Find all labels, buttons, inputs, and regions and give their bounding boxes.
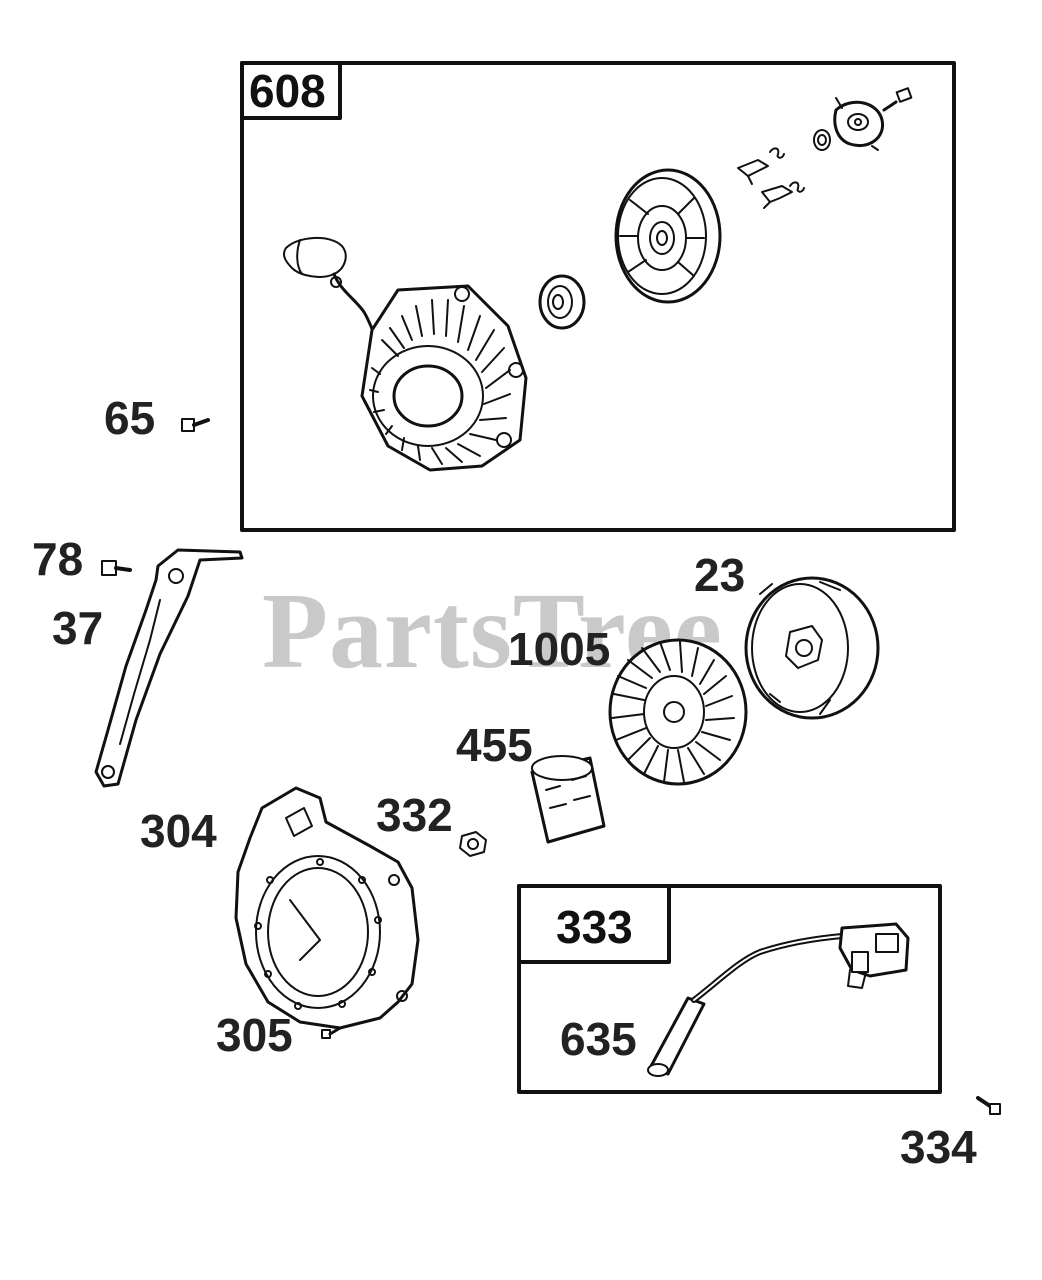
fan-1005-part <box>608 638 748 786</box>
callout-334: 334 <box>900 1121 977 1173</box>
callout-37: 37 <box>52 602 104 654</box>
callout-1005: 1005 <box>508 623 611 675</box>
bracket-37-part <box>94 548 244 788</box>
callout-305: 305 <box>216 1009 293 1061</box>
starter-handle-part <box>283 236 380 346</box>
pulley-part <box>614 168 722 304</box>
assembly-box-608 <box>240 61 956 532</box>
starter-housing-part <box>360 284 528 472</box>
callout-608: 608 <box>249 65 326 117</box>
ignition-coil-635-part <box>647 922 910 1077</box>
retainer-part <box>833 97 885 151</box>
callout-23: 23 <box>694 549 746 601</box>
nut-332-part <box>459 831 487 857</box>
retainer-screw-part <box>882 87 913 112</box>
screw-305-part <box>321 1026 342 1039</box>
callout-635: 635 <box>560 1013 637 1065</box>
recoil-spring-part <box>538 274 586 330</box>
assembly-box-333-tag <box>517 884 671 964</box>
flywheel-cup-23-part <box>744 576 880 720</box>
callout-332: 332 <box>376 789 453 841</box>
callout-65: 65 <box>104 392 156 444</box>
small-spring-part <box>813 129 831 151</box>
callout-333: 333 <box>556 901 633 953</box>
assembly-box-333 <box>517 884 942 1094</box>
screw-65-part <box>181 418 210 432</box>
screw-334-part <box>976 1096 1001 1115</box>
callout-78: 78 <box>32 533 84 585</box>
blower-housing-304-part <box>234 786 420 1030</box>
bolt-78-part <box>101 560 132 576</box>
pawl-parts <box>737 147 805 209</box>
assembly-box-608-tag <box>240 61 342 120</box>
callout-455: 455 <box>456 719 533 771</box>
starter-cup-455-part <box>530 755 606 844</box>
callout-304: 304 <box>140 805 217 857</box>
